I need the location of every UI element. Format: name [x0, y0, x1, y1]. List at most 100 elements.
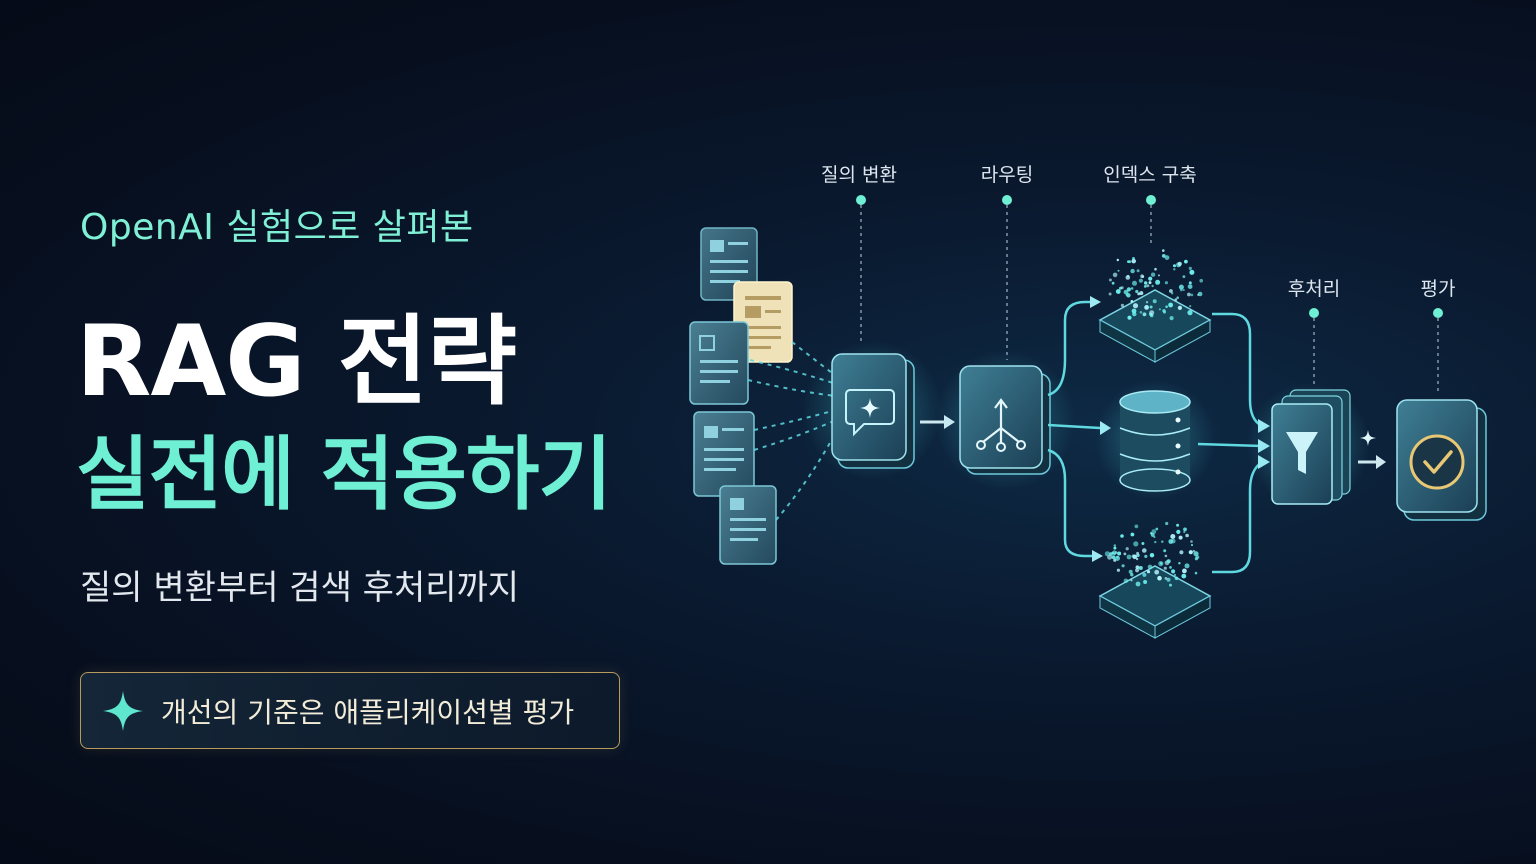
vector-point	[1125, 547, 1129, 551]
vector-point	[1174, 298, 1178, 302]
vector-point	[1120, 303, 1124, 307]
vector-point	[1135, 581, 1141, 587]
vector-point	[1143, 580, 1148, 584]
vector-point	[1178, 535, 1183, 540]
vector-point	[1161, 540, 1164, 543]
vector-point	[1132, 257, 1135, 260]
document-icon	[689, 321, 749, 405]
stage-label-postprocessing: 후처리	[1287, 278, 1341, 300]
vector-point	[1171, 569, 1176, 574]
vector-point	[1164, 554, 1168, 558]
source-documents	[689, 227, 793, 565]
vector-point	[1154, 540, 1157, 544]
stage-markers	[856, 195, 1443, 395]
sparkle-icon	[1360, 430, 1376, 446]
vector-point	[1163, 549, 1167, 553]
vector-point	[1135, 557, 1139, 561]
vector-point	[1138, 566, 1143, 570]
vector-point	[1179, 550, 1184, 555]
vector-point	[1168, 302, 1173, 308]
callout-box: 개선의 기준은 애플리케이션별 평가	[80, 672, 620, 749]
check-circle-icon	[1396, 399, 1487, 521]
vector-point	[1130, 287, 1134, 290]
vector-point	[1165, 521, 1169, 526]
vector-point	[1194, 557, 1198, 561]
vector-point	[1123, 289, 1129, 295]
vector-point	[1162, 309, 1166, 313]
vector-point	[1157, 575, 1162, 581]
vector-point	[1160, 562, 1163, 565]
vector-point	[1123, 552, 1127, 556]
vector-point	[1113, 546, 1117, 550]
sparkle-icon	[103, 690, 143, 731]
vector-point	[1115, 551, 1118, 554]
vector-point	[1169, 316, 1174, 321]
vector-point	[1182, 289, 1185, 291]
vector-point	[1133, 541, 1139, 547]
database-icon	[1095, 380, 1215, 500]
vector-point	[1199, 278, 1203, 283]
vector-point	[1108, 292, 1112, 296]
vector-point	[1138, 278, 1143, 283]
vector-point	[1132, 311, 1137, 317]
vector-point	[1146, 284, 1150, 288]
vector-cloud-icon	[1098, 289, 1212, 363]
vector-cloud-icon	[1098, 565, 1212, 639]
vector-point	[1130, 579, 1133, 582]
vector-point	[1139, 291, 1144, 296]
vector-point	[1149, 310, 1155, 316]
vector-point	[1189, 269, 1195, 275]
vector-point	[1178, 562, 1181, 565]
document-icon	[719, 485, 777, 565]
vector-point	[1194, 571, 1198, 575]
vector-point	[1150, 272, 1156, 277]
kicker-text: OpenAI 실험으로 살펴본	[80, 207, 474, 248]
vector-point	[1117, 269, 1120, 272]
vector-point	[1151, 529, 1157, 535]
vector-point	[1117, 551, 1122, 556]
vector-point	[1182, 568, 1187, 574]
vector-point	[1173, 264, 1176, 268]
stage-label-evaluation: 평가	[1420, 278, 1456, 300]
vector-point	[1126, 287, 1131, 292]
vector-point	[1190, 540, 1193, 543]
vector-point	[1169, 583, 1172, 587]
vector-point	[1135, 568, 1140, 573]
vector-point	[1193, 551, 1199, 557]
callout-text: 개선의 기준은 애플리케이션별 평가	[161, 695, 575, 729]
vector-point	[1164, 255, 1170, 260]
vector-point	[1135, 289, 1139, 294]
vector-point	[1178, 284, 1184, 290]
vector-point	[1150, 533, 1155, 537]
vector-point	[1142, 572, 1147, 577]
vector-point	[1164, 281, 1168, 285]
vector-point	[1141, 542, 1145, 545]
vector-point	[1116, 258, 1120, 262]
vector-point	[1187, 310, 1193, 316]
vector-point	[1188, 266, 1192, 270]
vector-point	[1148, 281, 1152, 285]
vector-point	[1146, 570, 1151, 574]
vector-point	[1184, 259, 1188, 264]
vector-point	[1136, 269, 1140, 273]
vector-point	[1183, 530, 1186, 534]
vector-point	[1130, 573, 1134, 577]
vector-point	[1139, 311, 1143, 314]
vector-point	[1189, 305, 1192, 308]
vector-point	[1115, 555, 1120, 561]
vector-point	[1128, 569, 1133, 574]
vector-point	[1135, 565, 1140, 570]
vector-point	[1177, 305, 1182, 310]
vector-point	[1168, 539, 1174, 544]
vector-point	[1130, 300, 1134, 303]
vector-point	[1170, 534, 1176, 539]
vector-point	[1127, 260, 1130, 263]
vector-point	[1152, 299, 1157, 304]
stage-label-routing: 라우팅	[980, 164, 1034, 186]
vector-point	[1115, 289, 1121, 294]
vector-point	[1154, 267, 1157, 271]
vector-point	[1140, 274, 1144, 279]
tagline-text: 질의 변환부터 검색 후처리까지	[80, 568, 520, 608]
vector-point	[1188, 550, 1193, 555]
vector-point	[1104, 551, 1110, 557]
